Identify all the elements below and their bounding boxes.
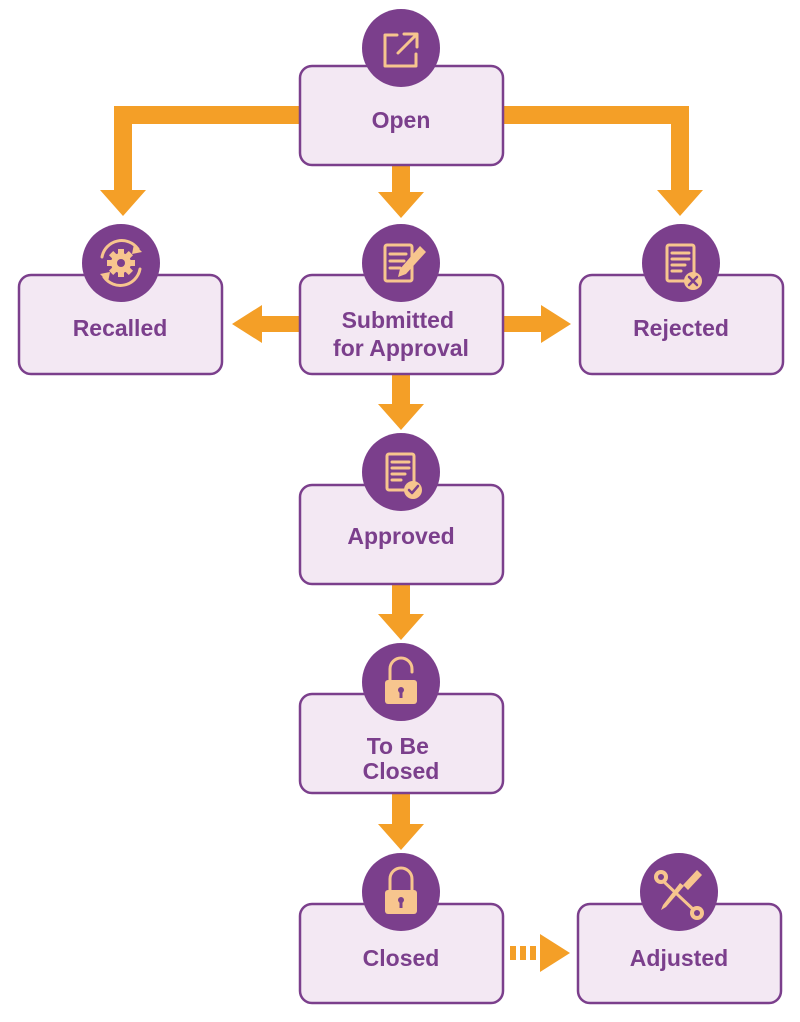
arrow-to-be-closed-to-closed [378,794,424,850]
node-submitted-label-line2: for Approval [333,335,469,361]
node-rejected: Rejected [578,224,785,376]
node-open-label: Open [372,107,431,133]
node-to-be-closed-label-line1: To Be [367,733,429,759]
node-submitted-label-line1: Submitted [342,307,454,333]
node-rejected-label: Rejected [633,315,729,341]
node-approved-label: Approved [347,523,454,549]
lock-closed-icon [362,853,440,931]
document-check-icon [362,433,440,511]
node-recalled: Recalled [17,224,224,376]
external-link-icon [362,9,440,87]
node-open: Open [298,9,505,167]
document-reject-icon [642,224,720,302]
arrow-submitted-to-recalled [232,305,300,343]
wrench-screwdriver-icon [640,853,718,931]
lock-open-icon [362,643,440,721]
node-submitted-for-approval: Submitted for Approval [298,224,505,376]
node-approved: Approved [298,433,505,586]
node-to-be-closed: To Be Closed [298,643,505,795]
arrow-open-to-rejected [503,106,703,216]
document-edit-icon [362,224,440,302]
arrow-submitted-to-approved [378,374,424,430]
svg-text:To Be Closed: To Be Closed [363,733,440,784]
arrow-closed-to-adjusted [510,934,570,972]
arrow-open-to-submitted [378,166,424,218]
arrow-open-to-recalled [100,106,300,216]
node-closed: Closed [298,853,505,1005]
connectors [100,106,703,972]
node-adjusted-label: Adjusted [630,945,728,971]
refresh-gear-icon [82,224,160,302]
node-recalled-label: Recalled [73,315,168,341]
svg-text:Submitted for Approval: Submitted for Approval [333,307,469,361]
node-adjusted: Adjusted [576,853,783,1005]
node-closed-label: Closed [363,945,440,971]
arrow-submitted-to-rejected [503,305,571,343]
arrow-approved-to-to-be-closed [378,584,424,640]
node-to-be-closed-label-line2: Closed [363,758,440,784]
